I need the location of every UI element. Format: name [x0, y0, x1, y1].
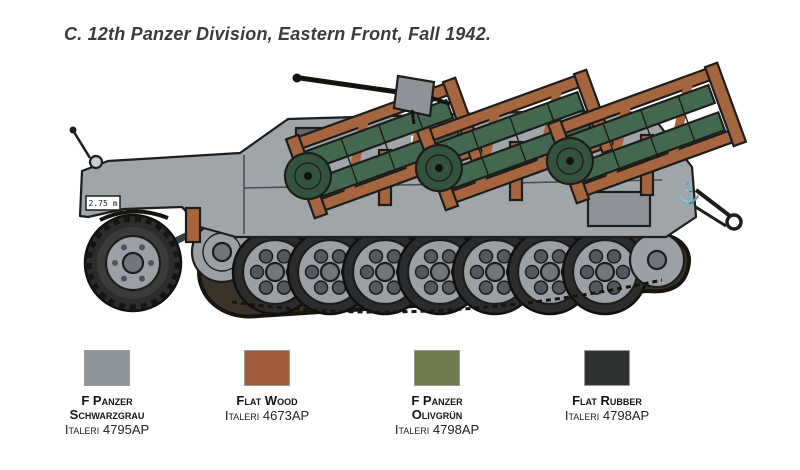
- number-plate: [85, 195, 121, 211]
- paint-palette: F Panzer Schwarzgrau Italeri 4795AP Flat…: [0, 350, 800, 460]
- paint-swatch-panzer-olivgruen: F Panzer Olivgrün Italeri 4798AP: [362, 350, 512, 437]
- scheme-title: C. 12th Panzer Division, Eastern Front, …: [64, 24, 492, 44]
- paint-name-line: F Panzer: [81, 393, 133, 408]
- color-chip: [414, 350, 460, 386]
- paint-name-line: Olivgrün: [411, 407, 463, 422]
- tow-hitch: [693, 188, 743, 231]
- paint-swatch-panzer-schwarzgrau: F Panzer Schwarzgrau Italeri 4795AP: [32, 350, 182, 437]
- stowage-box: [586, 190, 652, 228]
- color-chip: [584, 350, 630, 386]
- paint-name-line: Flat Rubber: [572, 393, 642, 408]
- paint-name-line: Schwarzgrau: [69, 407, 145, 422]
- leaf-spring: [99, 209, 169, 222]
- paint-swatch-flat-rubber: Flat Rubber Italeri 4798AP: [532, 350, 682, 423]
- vehicle-illustration: 2.75 m ⚓: [69, 40, 800, 319]
- paint-swatch-flat-wood: Flat Wood Italeri 4673AP: [192, 350, 342, 423]
- paint-code: Italeri 4798AP: [564, 408, 650, 423]
- width-indicator: [72, 131, 92, 159]
- headlight: [88, 154, 104, 170]
- idler-wheel: [628, 231, 686, 289]
- number-plate-text: 2.75 m: [89, 199, 118, 208]
- paint-name-line: F Panzer: [411, 393, 463, 408]
- color-chip: [244, 350, 290, 386]
- paint-code: Italeri 4795AP: [64, 422, 150, 437]
- color-chip: [84, 350, 130, 386]
- front-wheel: [83, 213, 183, 313]
- paint-name-line: Flat Wood: [236, 393, 298, 408]
- anchor-emblem: ⚓: [676, 181, 701, 205]
- mud-flap: [184, 206, 202, 244]
- paint-code: Italeri 4798AP: [394, 422, 480, 437]
- paint-code: Italeri 4673AP: [224, 408, 310, 423]
- track-links: [231, 278, 663, 314]
- mg34-machine-gun: [292, 73, 451, 125]
